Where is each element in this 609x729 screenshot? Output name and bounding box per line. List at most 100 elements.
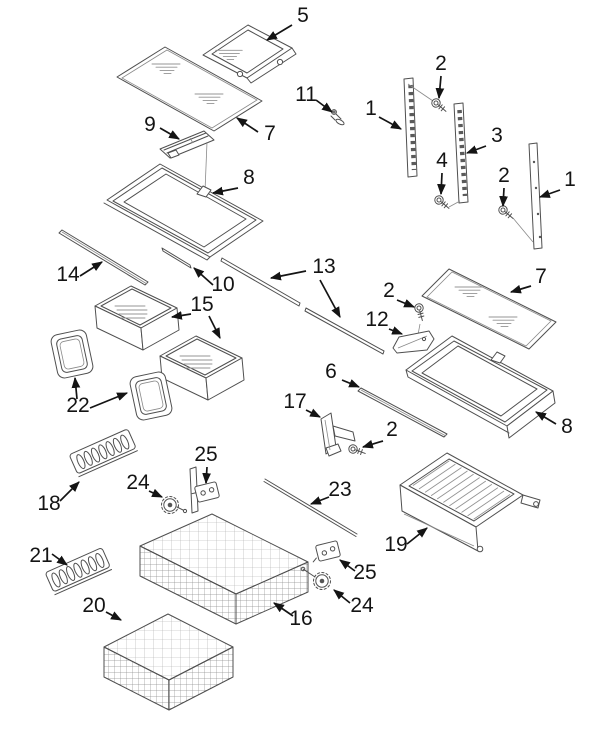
callout-label: 1 [365, 97, 377, 120]
glass-shelf-part-7-right [421, 268, 557, 350]
callout-label: 8 [561, 415, 573, 438]
callout-label: 4 [436, 149, 448, 172]
callout-label: 11 [295, 83, 317, 106]
callout-label: 6 [325, 360, 337, 383]
callout-label: 19 [384, 533, 407, 556]
callout-2: 2 [435, 52, 447, 100]
callout-24: 24 [333, 589, 374, 617]
callout-arrow [535, 411, 557, 425]
callout-12: 12 [365, 308, 404, 335]
callout-arrow [361, 439, 384, 449]
callout-label: 22 [66, 394, 89, 417]
callout-1: 1 [365, 97, 402, 130]
callout-6: 6 [325, 360, 361, 388]
callout-arrow [509, 284, 532, 294]
callout-25: 25 [194, 443, 218, 485]
callout-label: 18 [37, 492, 60, 515]
callout-arrow [170, 311, 192, 320]
clip-part-11 [330, 109, 345, 126]
bracket-part-25-right [312, 540, 341, 563]
callout-arrow [396, 299, 416, 308]
callout-arrow [437, 172, 446, 196]
hang-rail-part-1-left [403, 77, 418, 178]
callout-label: 8 [243, 166, 255, 189]
callout-label: 16 [289, 607, 312, 630]
callout-arrow [319, 279, 341, 318]
callout-10: 10 [193, 267, 235, 296]
shelf-frame-part-8-left [103, 163, 264, 261]
callout-label: 17 [283, 390, 306, 413]
callout-label: 1 [564, 168, 576, 191]
callout-14: 14 [56, 261, 103, 286]
screw-part-2-middle [413, 302, 427, 323]
assembly-line-2-to-1-right [512, 217, 534, 243]
trim-strip-part-6 [357, 387, 448, 438]
callout-arrow [208, 315, 221, 339]
hang-rail-part-1-right [528, 142, 543, 250]
callout-arrow [89, 392, 129, 409]
callout-label: 2 [498, 164, 510, 187]
callout-16: 16 [273, 602, 313, 630]
hang-rail-part-3 [453, 102, 469, 204]
callout-arrow [202, 466, 212, 485]
screw-part-2-top [429, 96, 450, 116]
callout-7: 7 [236, 117, 276, 145]
callout-13: 13 [269, 255, 341, 318]
shelf-frame-part-8-right [405, 335, 556, 439]
parts-layer [45, 24, 557, 711]
callout-label: 24 [350, 594, 374, 617]
callout-label: 21 [29, 544, 52, 567]
callout-arrow [315, 99, 333, 113]
bracket-part-25-left [189, 466, 220, 514]
callout-8: 8 [211, 166, 255, 196]
drawer-panel-part-22-a [50, 329, 94, 379]
assembly-line-3-to-4 [448, 200, 461, 208]
callout-21: 21 [29, 544, 68, 567]
callout-arrow [341, 379, 361, 388]
wire-basket-part-20 [103, 613, 234, 711]
callout-arrow [333, 589, 351, 604]
callout-label: 23 [328, 478, 351, 501]
callout-label: 7 [264, 122, 276, 145]
callout-label: 3 [491, 124, 503, 147]
callout-label: 25 [194, 443, 217, 466]
callout-label: 5 [297, 4, 309, 27]
callout-arrow [435, 75, 445, 100]
callout-arrow [211, 186, 239, 196]
assembly-line-1-to-2 [407, 83, 434, 102]
callout-2: 2 [383, 279, 416, 308]
screw-part-2-bottom [347, 443, 368, 458]
callout-2: 2 [361, 418, 398, 449]
callout-arrow [71, 376, 81, 400]
callout-arrow [51, 553, 68, 566]
assembly-line-9-to-8 [204, 141, 208, 192]
rod-part-23 [263, 478, 358, 537]
callout-label: 25 [353, 561, 376, 584]
callout-label: 24 [126, 471, 150, 494]
callout-1: 1 [538, 168, 576, 198]
callout-20: 20 [82, 594, 122, 621]
callout-arrow [388, 326, 404, 335]
callout-19: 19 [384, 527, 428, 556]
gear-part-24-right [300, 566, 331, 590]
callout-24: 24 [126, 471, 163, 498]
callout-label: 2 [383, 279, 395, 302]
callout-23: 23 [309, 478, 352, 505]
roller-rail-part-21 [45, 548, 113, 596]
callout-arrow [159, 127, 180, 140]
callout-label: 15 [190, 293, 213, 316]
callout-arrow [59, 481, 80, 502]
callout-label: 2 [435, 52, 447, 75]
callout-25: 25 [339, 559, 377, 584]
callout-18: 18 [37, 481, 80, 515]
screw-part-2-right [496, 203, 517, 223]
callout-label: 2 [386, 418, 398, 441]
callout-label: 12 [365, 308, 388, 331]
wire-basket-part-16 [139, 513, 309, 625]
callout-4: 4 [436, 149, 448, 196]
callout-11: 11 [295, 83, 333, 113]
rod-part-10 [161, 247, 192, 269]
callout-label: 10 [211, 273, 234, 296]
crisper-bin-part-15-b [159, 335, 245, 401]
